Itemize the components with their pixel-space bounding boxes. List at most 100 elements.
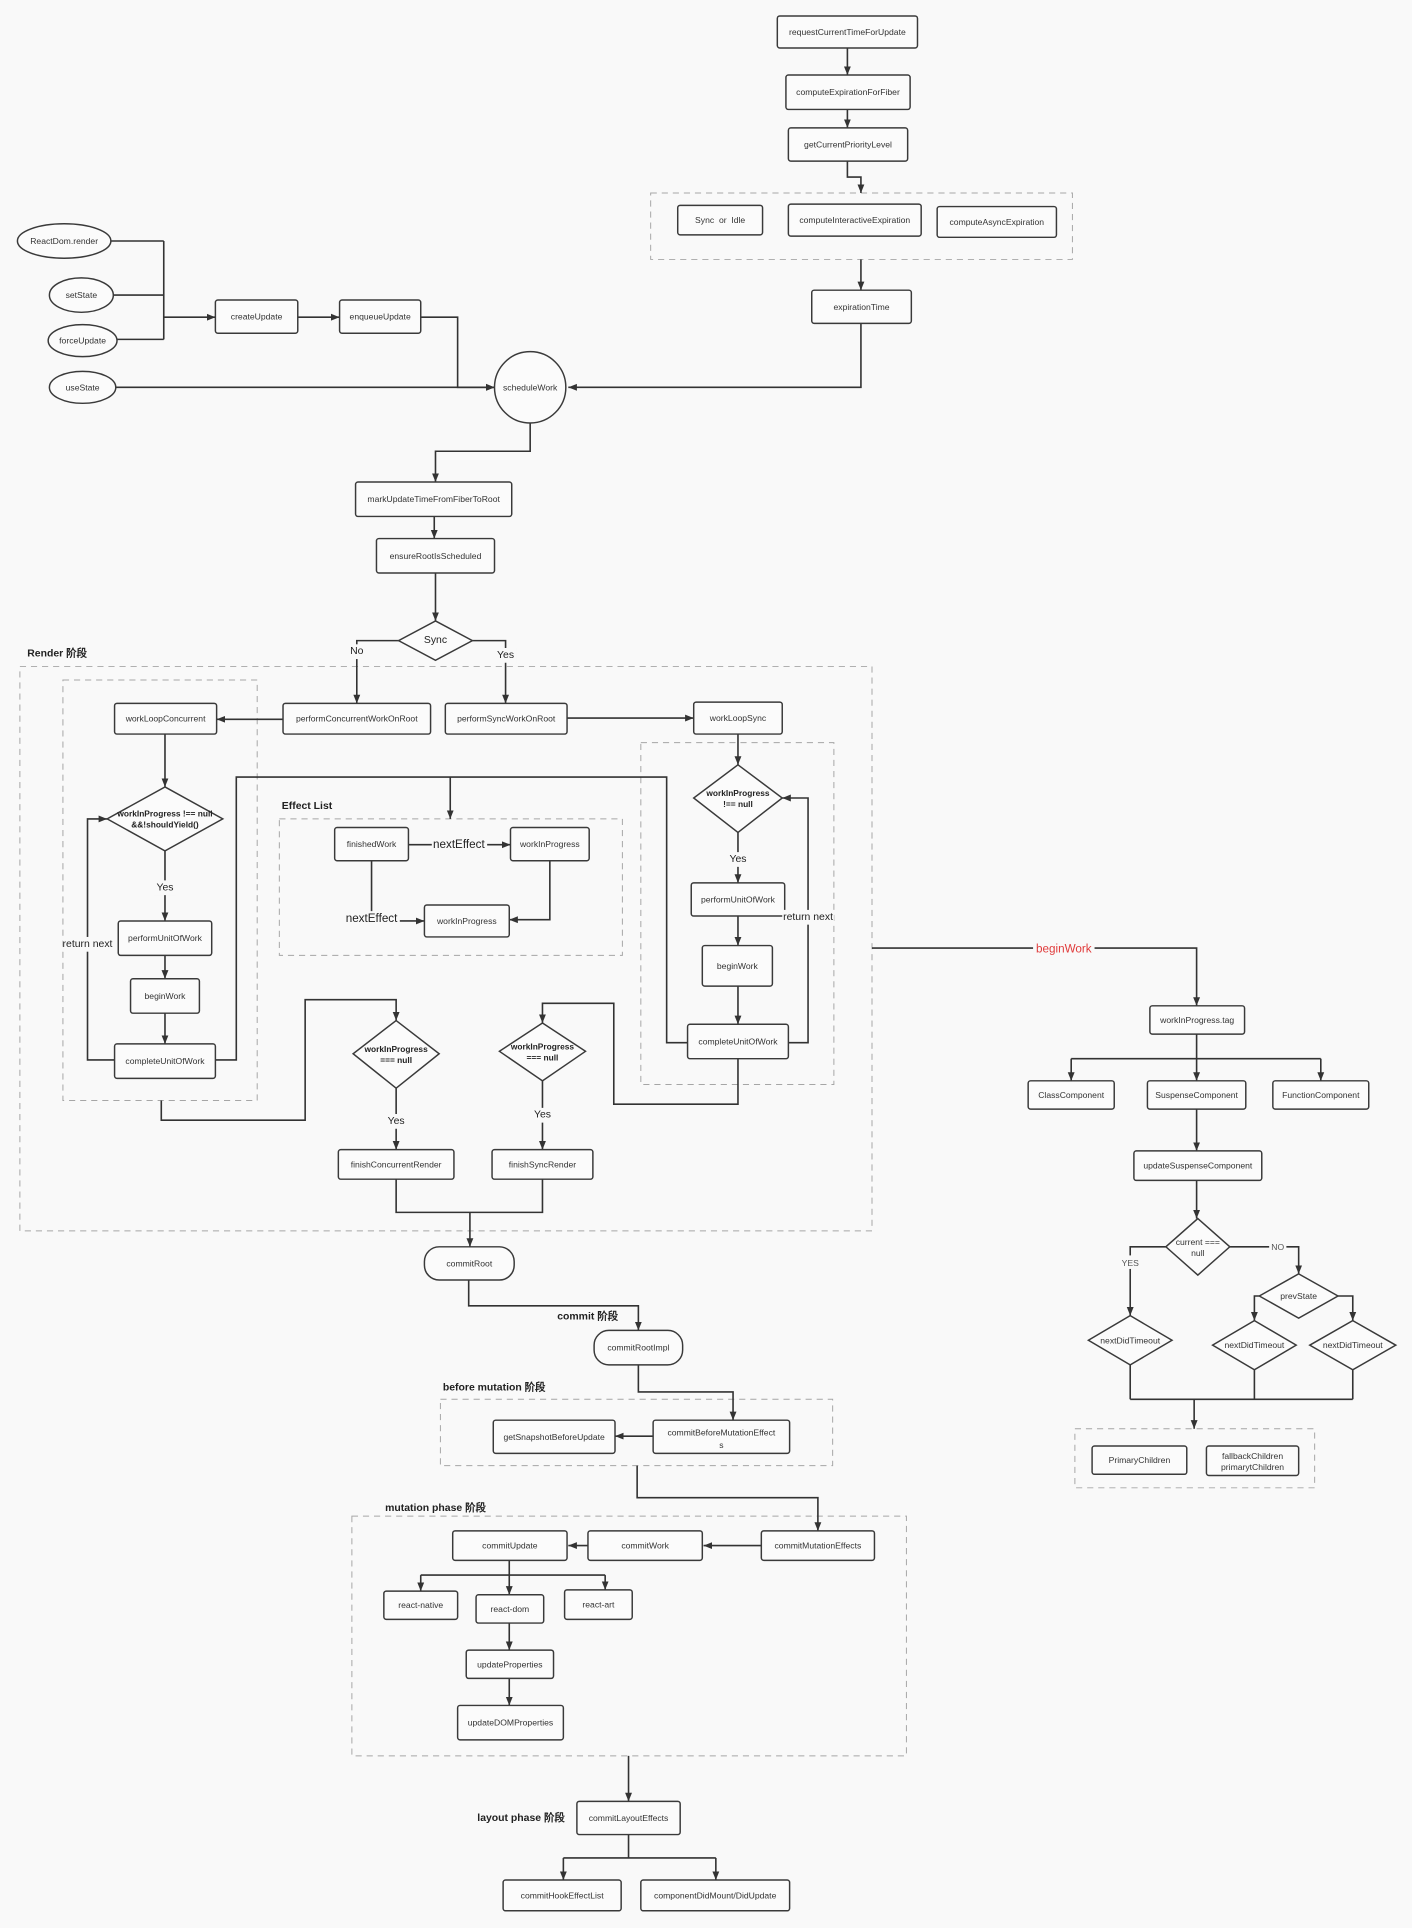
current-null-diamond: current === null: [1164, 1217, 1231, 1277]
node-label: commitRoot: [446, 1258, 492, 1268]
node-label: nextDidTimeout: [1323, 1340, 1383, 1350]
update-properties-node: updateProperties: [465, 1649, 555, 1680]
expiration-time-node: expirationTime: [811, 289, 913, 325]
concurrent-complete-unit-node: completeUnitOfWork: [113, 1043, 217, 1080]
node-label: performUnitOfWork: [128, 933, 203, 943]
node-label: computeInteractiveExpiration: [799, 215, 910, 225]
sync-perform-unit-node: performUnitOfWork: [690, 882, 786, 917]
edge: [539, 1002, 739, 1105]
react-art-node: react-art: [563, 1589, 633, 1621]
next-did-timeout-diamond: nextDidTimeout: [1308, 1319, 1398, 1371]
node-label: commitMutationEffects: [775, 1541, 862, 1551]
edge-label-yes: Yes: [534, 1110, 551, 1121]
edge-label-yes: Yes: [388, 1116, 405, 1127]
node-label: beginWork: [717, 961, 759, 971]
node-label: completeUnitOfWork: [698, 1036, 778, 1046]
compute-expiration-node: computeExpirationForFiber: [785, 74, 911, 111]
node-label: updateSuspenseComponent: [1143, 1161, 1253, 1171]
node-label: &&!shouldYield(): [131, 819, 199, 829]
edge-label-no: No: [350, 646, 364, 657]
node-label: updateDOMProperties: [468, 1718, 554, 1728]
node-label: workInProgress: [705, 788, 770, 798]
create-update-node: createUpdate: [214, 299, 299, 334]
node-label: primarytChildren: [1221, 1462, 1284, 1472]
node-label: componentDidMount/DidUpdate: [654, 1890, 777, 1900]
work-loop-concurrent-node: workLoopConcurrent: [113, 702, 218, 735]
edge: [509, 860, 551, 924]
next-did-timeout-diamond: nextDidTimeout: [1211, 1319, 1298, 1371]
edge: [215, 776, 688, 1061]
force-update-node: forceUpdate: [47, 323, 118, 358]
node-label: prevState: [1280, 1291, 1317, 1301]
node-label: getCurrentPriorityLevel: [804, 139, 892, 149]
node-label: forceUpdate: [59, 336, 106, 346]
edge: [1129, 1364, 1354, 1401]
node-label: workInProgress: [436, 916, 497, 926]
node-label: completeUnitOfWork: [125, 1056, 205, 1066]
node-label: workInProgress !== null: [116, 808, 212, 818]
edge: [1250, 1295, 1260, 1321]
work-loop-sync-node: workLoopSync: [692, 701, 783, 735]
layout-phase-title: layout phase 阶段: [477, 1811, 565, 1824]
work-in-progress-node: workInProgress: [509, 826, 590, 862]
node-label: performUnitOfWork: [701, 894, 776, 904]
concurrent-loop-group: [62, 679, 258, 1101]
edge-label-no: NO: [1271, 1242, 1284, 1252]
finished-work-node: finishedWork: [333, 826, 410, 862]
get-priority-level-node: getCurrentPriorityLevel: [787, 127, 909, 162]
commit-phase-title: commit 阶段: [557, 1309, 618, 1322]
node-label: commitRootImpl: [607, 1343, 669, 1353]
node-label: enqueueUpdate: [350, 312, 411, 322]
before-mutation-title: before mutation 阶段: [443, 1381, 546, 1394]
node-label: current ===: [1176, 1237, 1220, 1247]
node-label: nextDidTimeout: [1224, 1340, 1284, 1350]
edge: [420, 316, 495, 391]
commit-root-node: commitRoot: [423, 1246, 515, 1281]
node-label: !== null: [723, 799, 753, 809]
commit-root-impl-node: commitRootImpl: [593, 1329, 684, 1366]
edge: [1229, 1246, 1303, 1274]
node-label: getSnapshotBeforeUpdate: [503, 1432, 605, 1442]
node-label: nextDidTimeout: [1100, 1335, 1160, 1345]
mutation-phase-group: [351, 1515, 907, 1757]
component-did-mount-node: componentDidMount/DidUpdate: [640, 1879, 791, 1912]
sync-or-idle-node: Sync or Idle: [676, 204, 764, 236]
sync-condition-diamond: workInProgress !== null: [692, 763, 784, 834]
node-label: commitWork: [621, 1541, 669, 1551]
edge-label-begin-work: beginWork: [1036, 943, 1092, 956]
node-label: FunctionComponent: [1282, 1090, 1360, 1100]
edge: [353, 639, 399, 704]
edge: [871, 947, 1201, 1006]
update-suspense-node: updateSuspenseComponent: [1133, 1150, 1263, 1182]
node-label: createUpdate: [231, 312, 283, 322]
edge: [467, 1280, 642, 1331]
node-label: requestCurrentTimeForUpdate: [789, 27, 906, 37]
edge-label-return-next: return next: [63, 939, 113, 950]
children-group: [1074, 1428, 1316, 1489]
perform-concurrent-node: performConcurrentWorkOnRoot: [282, 702, 432, 735]
node-label: workInProgress: [510, 1041, 575, 1051]
node-label: performSyncWorkOnRoot: [457, 714, 556, 724]
render-phase-title: Render 阶段: [27, 647, 87, 660]
edge: [846, 161, 865, 194]
node-label: workLoopConcurrent: [125, 714, 206, 724]
node-label: beginWork: [145, 991, 187, 1001]
node-label: workInProgress.tag: [1159, 1015, 1234, 1025]
node-label: commitUpdate: [482, 1541, 538, 1551]
sync-done-diamond: workInProgress === null: [498, 1022, 587, 1082]
function-component-node: FunctionComponent: [1272, 1080, 1370, 1110]
node-label: react-dom: [491, 1604, 530, 1614]
react-native-node: react-native: [383, 1590, 459, 1621]
node-label: react-art: [582, 1600, 615, 1610]
node-label: computeAsyncExpiration: [950, 217, 1045, 227]
edge-label-yes: Yes: [729, 854, 746, 865]
node-label: setState: [66, 290, 98, 300]
node-label: workInProgress: [364, 1044, 429, 1054]
node-label: finishConcurrentRender: [351, 1159, 442, 1169]
edge: [160, 998, 400, 1121]
enqueue-update-node: enqueueUpdate: [338, 299, 422, 334]
node-label: react-native: [398, 1600, 443, 1610]
commit-hook-effect-list-node: commitHookEffectList: [502, 1879, 622, 1912]
commit-mutation-effects-node: commitMutationEffects: [760, 1530, 876, 1562]
